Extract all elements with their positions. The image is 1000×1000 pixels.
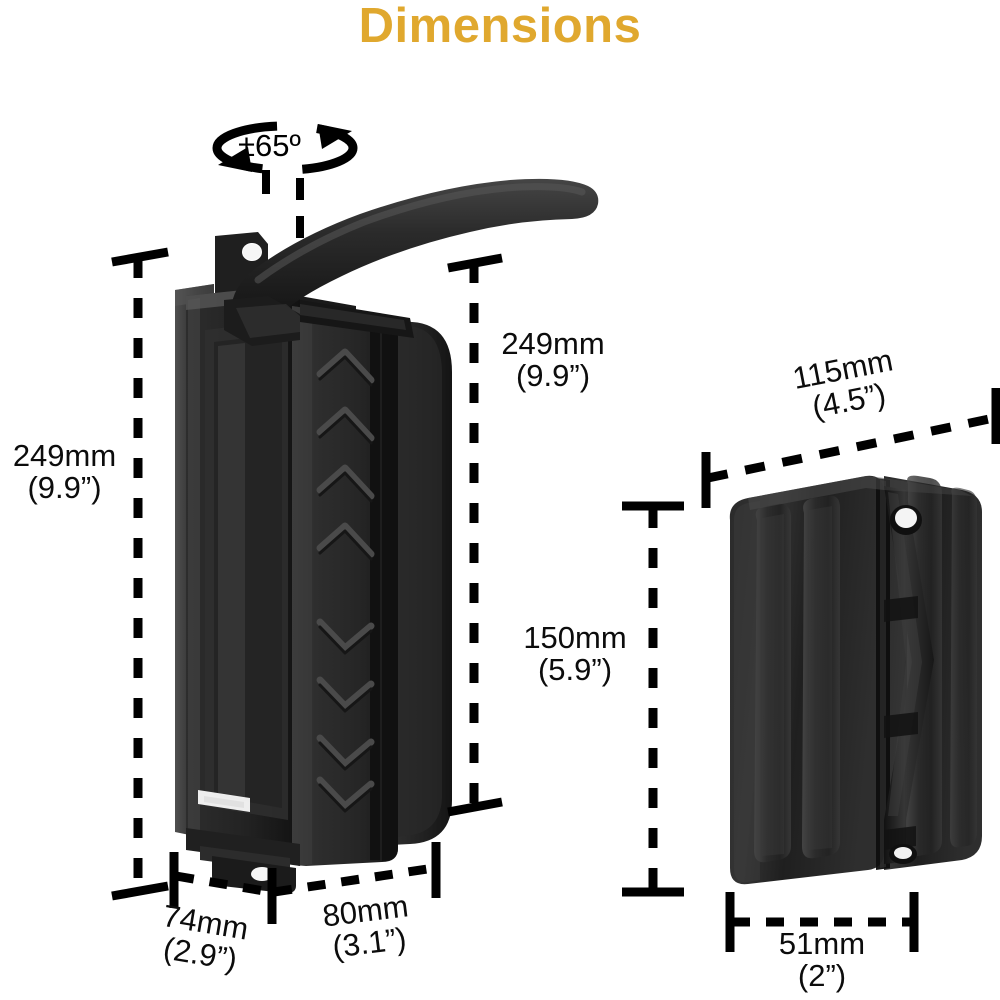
dim-label-height-folded: 150mm (5.9”) bbox=[513, 622, 637, 685]
dim-value-inch: (5.9”) bbox=[537, 651, 613, 687]
chevron-up-group bbox=[316, 348, 375, 558]
rotation-arrow-icon bbox=[212, 121, 358, 248]
lever-handle bbox=[224, 178, 599, 346]
dim-label-depth-folded: 51mm (2”) bbox=[762, 928, 882, 991]
dim-value-mm: 150mm bbox=[523, 620, 627, 655]
dim-value-mm: 51mm bbox=[778, 926, 866, 961]
chevron-down-group bbox=[316, 618, 375, 810]
ribbed-face bbox=[754, 495, 840, 863]
dim-value-inch: (9.9”) bbox=[27, 469, 102, 505]
dimline-depth-folded bbox=[725, 892, 919, 952]
product-folded-view bbox=[729, 475, 982, 885]
dimline-height-left-front bbox=[111, 247, 169, 901]
dim-value-inch: (9.9”) bbox=[515, 357, 591, 393]
dimline-width-left bbox=[267, 842, 441, 924]
product-open-front-view bbox=[175, 178, 599, 894]
dim-value-inch: (2”) bbox=[797, 957, 847, 993]
rotation-angle-label: ±65º bbox=[238, 128, 301, 163]
page-title: Dimensions bbox=[358, 0, 642, 53]
dimline-height-folded bbox=[622, 501, 684, 897]
diagonal-strut bbox=[884, 486, 934, 864]
dimline-height-left-back bbox=[447, 253, 503, 817]
dim-label-height-left-front: 249mm (9.9”) bbox=[2, 440, 127, 503]
dimline-width-folded bbox=[701, 388, 1000, 508]
dim-value-mm: 249mm bbox=[12, 438, 117, 473]
dim-label-height-left-back: 249mm (9.9”) bbox=[489, 328, 617, 391]
dim-value-mm: 249mm bbox=[501, 326, 605, 361]
